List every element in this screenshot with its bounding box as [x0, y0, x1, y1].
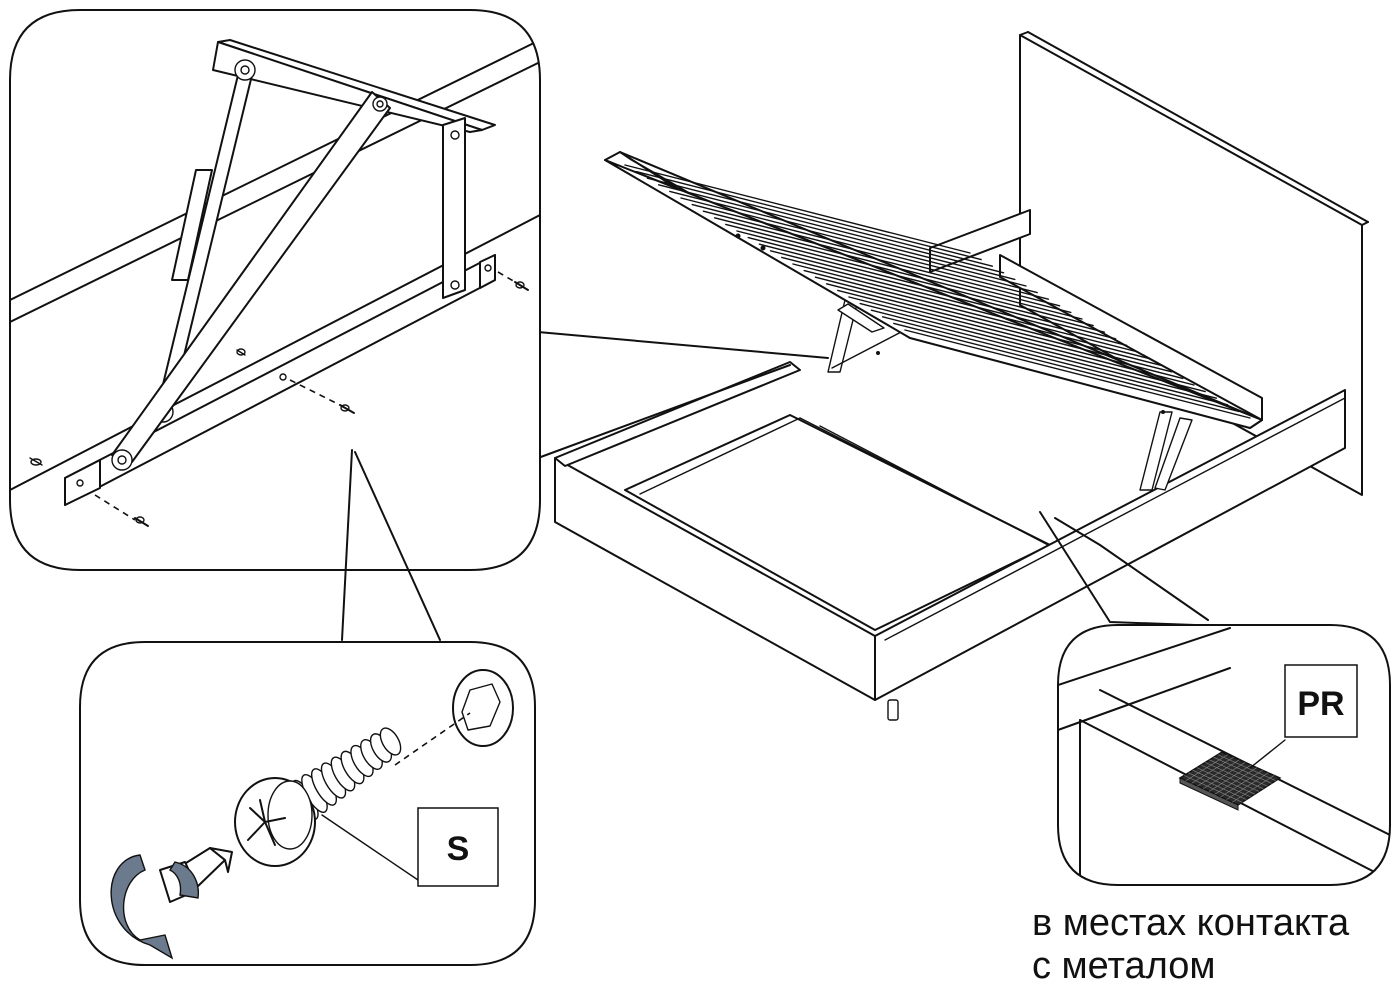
pad-grid-line: [1220, 769, 1263, 798]
screw-cap-washer: [452, 669, 514, 747]
slat: [646, 177, 994, 267]
base-foot-rail: [874, 389, 1346, 701]
slat: [624, 164, 971, 254]
slat: [792, 263, 1139, 353]
caption-line-1: в местах контакта: [1032, 902, 1350, 944]
slat: [870, 309, 1218, 399]
bracket-screw: [29, 457, 43, 466]
screw-zoom-bubble: S: [79, 641, 536, 966]
pad-grid-line: [1213, 756, 1272, 784]
slat: [837, 289, 1184, 380]
slat: [803, 269, 1150, 360]
slat: [881, 316, 1229, 406]
pad-grid-line: [1226, 772, 1269, 800]
zoom-leader-mechanism: [537, 331, 829, 459]
pad-grid-line: [1208, 764, 1252, 792]
slat: [736, 230, 1083, 320]
thread-ridge: [379, 727, 402, 756]
bed-leg: [887, 699, 899, 721]
slat: [691, 203, 1038, 294]
lift-mechanism-right: [1139, 411, 1193, 491]
pad-zoom-bubble: PR: [1057, 624, 1391, 886]
slat: [825, 283, 1173, 373]
mechanism-zoom-bubble: [9, 9, 541, 571]
slatted-frame: [604, 151, 1263, 429]
clockwise-rotation-arrow-icon: [110, 854, 199, 960]
pad-part-code: PR: [1297, 685, 1344, 723]
slat: [725, 223, 1072, 314]
slat: [814, 276, 1162, 366]
pad-grid-line: [1232, 775, 1275, 803]
pad-grid-line: [1205, 762, 1264, 790]
slat: [758, 243, 1106, 333]
pad-grid-line: [1209, 759, 1268, 787]
pad-grid-line: [1217, 754, 1276, 781]
pad-grid-line: [1214, 767, 1257, 795]
screw-head: [234, 777, 316, 867]
slat: [702, 210, 1050, 300]
slat: [904, 329, 1251, 419]
screw-part-label: S: [321, 807, 499, 887]
bracket-screw: [94, 494, 149, 527]
slat: [713, 217, 1061, 307]
screw-part-code: S: [447, 830, 470, 868]
slat: [680, 197, 1027, 287]
caption-line-2: с металом: [1032, 945, 1216, 986]
slat: [781, 256, 1128, 347]
base-floor: [624, 414, 1051, 631]
slat: [747, 236, 1094, 327]
slat: [635, 170, 982, 261]
slat: [893, 322, 1240, 413]
slat: [859, 302, 1206, 393]
bracket-screw: [497, 271, 529, 291]
slat: [669, 190, 1016, 281]
bracket-screw: [289, 379, 355, 414]
bed-illustration: [537, 31, 1369, 721]
bracket-screw: [236, 348, 246, 356]
contact-caption: в местах контакта с металом: [1032, 902, 1350, 986]
felt-pad: [1178, 751, 1282, 811]
pad-part-label: PR: [1249, 664, 1358, 769]
lift-mechanism-left: [827, 299, 906, 373]
slat: [769, 250, 1117, 340]
slat: [848, 296, 1195, 386]
zoom-leader-screw: [341, 449, 441, 641]
slat: [657, 184, 1005, 274]
